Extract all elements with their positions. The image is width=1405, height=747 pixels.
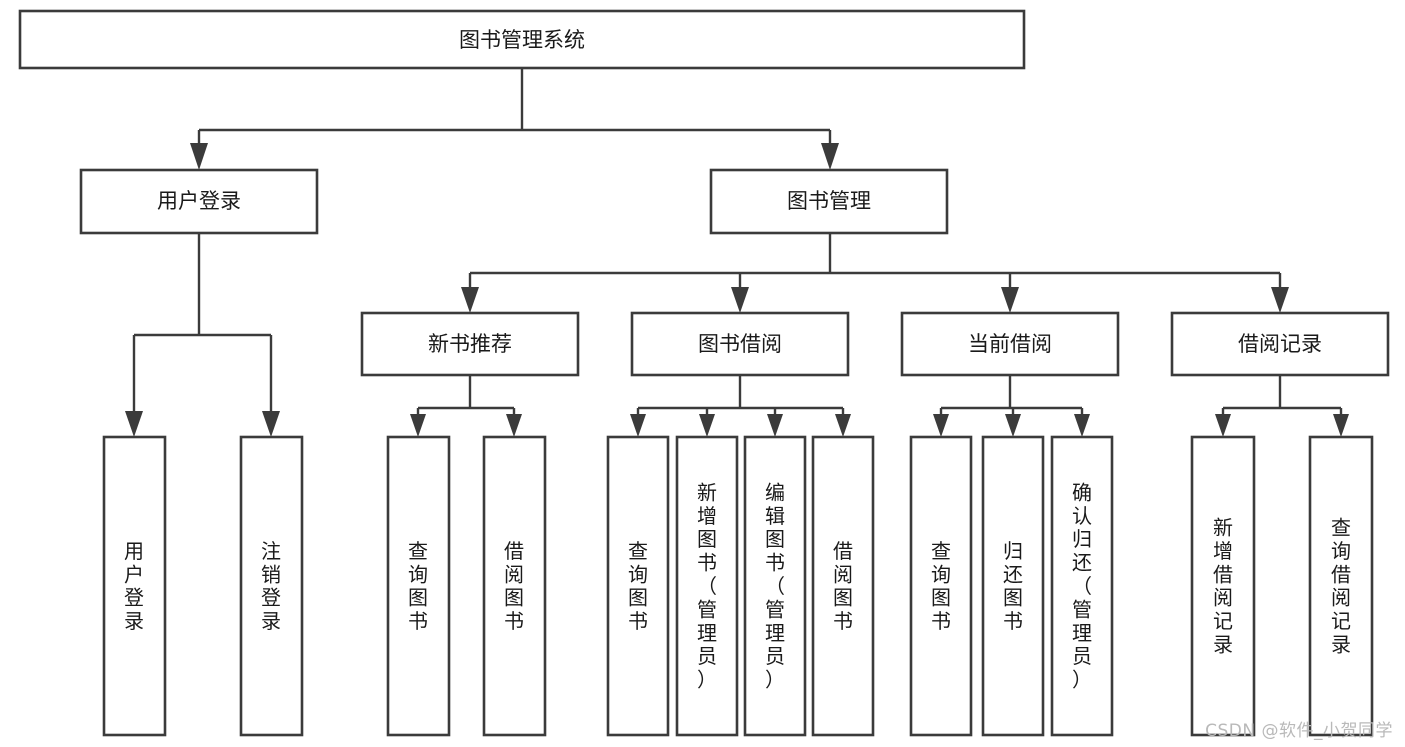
- node-new-book-recommend[interactable]: 新书推荐: [360, 311, 580, 377]
- node-leaf-borrow-book-2-label: 借阅图书: [833, 539, 853, 633]
- node-leaf-add-book-label: 新增图书（管理员）: [697, 480, 717, 691]
- node-borrow-record-box[interactable]: [1170, 311, 1390, 377]
- arrow-current-borrow-leaf1: [933, 414, 949, 437]
- arrow-to-borrow-record: [1271, 287, 1289, 313]
- node-leaf-user-login[interactable]: 用户登录: [102, 435, 167, 737]
- node-root-label: 图书管理系统: [459, 28, 585, 52]
- node-leaf-add-record-label: 新增借阅记录: [1213, 516, 1233, 657]
- arrow-borrow-record-leaf2: [1333, 414, 1349, 437]
- node-leaf-borrow-book-1[interactable]: 借阅图书: [482, 435, 547, 737]
- arrow-book-borrow-leaf3: [767, 414, 783, 437]
- arrow-book-borrow-leaf4: [835, 414, 851, 437]
- node-leaf-query-book-2[interactable]: 查询图书: [606, 435, 670, 737]
- node-leaf-logout-box[interactable]: [239, 435, 304, 737]
- node-book-borrow-label: 图书借阅: [698, 332, 782, 356]
- node-leaf-add-record[interactable]: 新增借阅记录: [1190, 435, 1256, 737]
- node-book-borrow-box[interactable]: [630, 311, 850, 377]
- arrow-to-current-borrow: [1001, 287, 1019, 313]
- arrow-to-book-borrow: [731, 287, 749, 313]
- node-leaf-query-record-label: 查询借阅记录: [1331, 516, 1351, 657]
- node-current-borrow-label: 当前借阅: [968, 332, 1052, 356]
- node-leaf-edit-book-box[interactable]: [743, 435, 807, 737]
- node-leaf-borrow-book-1-box[interactable]: [482, 435, 547, 737]
- node-current-borrow-box[interactable]: [900, 311, 1120, 377]
- node-leaf-user-login-box[interactable]: [102, 435, 167, 737]
- node-leaf-borrow-book-2-box[interactable]: [811, 435, 875, 737]
- node-book-borrow[interactable]: 图书借阅: [630, 311, 850, 377]
- node-leaf-confirm-return-label: 确认归还（管理员）: [1072, 480, 1092, 691]
- node-leaf-query-book-1[interactable]: 查询图书: [386, 435, 451, 737]
- arrow-to-new-book-recommend: [461, 287, 479, 313]
- node-leaf-return-book-box[interactable]: [981, 435, 1045, 737]
- node-leaf-query-record-box[interactable]: [1308, 435, 1374, 737]
- node-leaf-confirm-return-box[interactable]: [1050, 435, 1114, 737]
- node-root-box[interactable]: [18, 9, 1026, 70]
- node-new-book-recommend-box[interactable]: [360, 311, 580, 377]
- node-leaf-query-book-2-label: 查询图书: [628, 539, 648, 633]
- arrow-new-book-leaf1: [410, 414, 426, 437]
- node-leaf-query-book-1-box[interactable]: [386, 435, 451, 737]
- node-book-manage[interactable]: 图书管理: [709, 168, 949, 235]
- node-leaf-query-book-3[interactable]: 查询图书: [909, 435, 973, 737]
- node-leaf-edit-book-label: 编辑图书（管理员）: [765, 480, 785, 691]
- arrow-user-login-leaf1: [125, 411, 143, 437]
- node-leaf-add-record-box[interactable]: [1190, 435, 1256, 737]
- arrow-borrow-record-leaf1: [1215, 414, 1231, 437]
- arrow-to-user-login: [190, 143, 208, 170]
- node-leaf-add-book-box[interactable]: [675, 435, 739, 737]
- node-borrow-record-label: 借阅记录: [1238, 332, 1322, 356]
- node-borrow-record[interactable]: 借阅记录: [1170, 311, 1390, 377]
- node-user-login-label: 用户登录: [157, 189, 241, 213]
- node-leaf-return-book[interactable]: 归还图书: [981, 435, 1045, 737]
- arrow-new-book-leaf2: [506, 414, 522, 437]
- node-leaf-user-login-label: 用户登录: [124, 539, 144, 633]
- arrow-user-login-leaf2: [262, 411, 280, 437]
- csdn-watermark: CSDN @软件_小贺同学: [1205, 721, 1393, 741]
- node-leaf-query-book-1-label: 查询图书: [408, 539, 428, 633]
- node-book-manage-label: 图书管理: [787, 189, 871, 213]
- arrow-to-book-manage: [821, 143, 839, 170]
- node-root[interactable]: 图书管理系统: [18, 9, 1026, 70]
- node-leaf-query-book-3-label: 查询图书: [931, 539, 951, 633]
- node-leaf-add-book[interactable]: 新增图书（管理员）: [675, 435, 739, 737]
- node-leaf-query-book-2-box[interactable]: [606, 435, 670, 737]
- node-leaf-borrow-book-2[interactable]: 借阅图书: [811, 435, 875, 737]
- arrow-current-borrow-leaf3: [1074, 414, 1090, 437]
- node-leaf-logout-label: 注销登录: [261, 539, 281, 633]
- node-leaf-return-book-label: 归还图书: [1003, 539, 1023, 633]
- node-leaf-logout[interactable]: 注销登录: [239, 435, 304, 737]
- arrow-book-borrow-leaf2: [699, 414, 715, 437]
- node-current-borrow[interactable]: 当前借阅: [900, 311, 1120, 377]
- node-user-login[interactable]: 用户登录: [79, 168, 319, 235]
- node-leaf-borrow-book-1-label: 借阅图书: [504, 539, 524, 633]
- node-leaf-confirm-return[interactable]: 确认归还（管理员）: [1050, 435, 1114, 737]
- node-book-manage-box[interactable]: [709, 168, 949, 235]
- node-leaf-query-book-3-box[interactable]: [909, 435, 973, 737]
- node-new-book-recommend-label: 新书推荐: [428, 332, 512, 356]
- node-leaf-edit-book[interactable]: 编辑图书（管理员）: [743, 435, 807, 737]
- node-leaf-query-record[interactable]: 查询借阅记录: [1308, 435, 1374, 737]
- node-user-login-box[interactable]: [79, 168, 319, 235]
- arrow-current-borrow-leaf2: [1005, 414, 1021, 437]
- arrow-book-borrow-leaf1: [630, 414, 646, 437]
- connector-layer: [125, 68, 1349, 437]
